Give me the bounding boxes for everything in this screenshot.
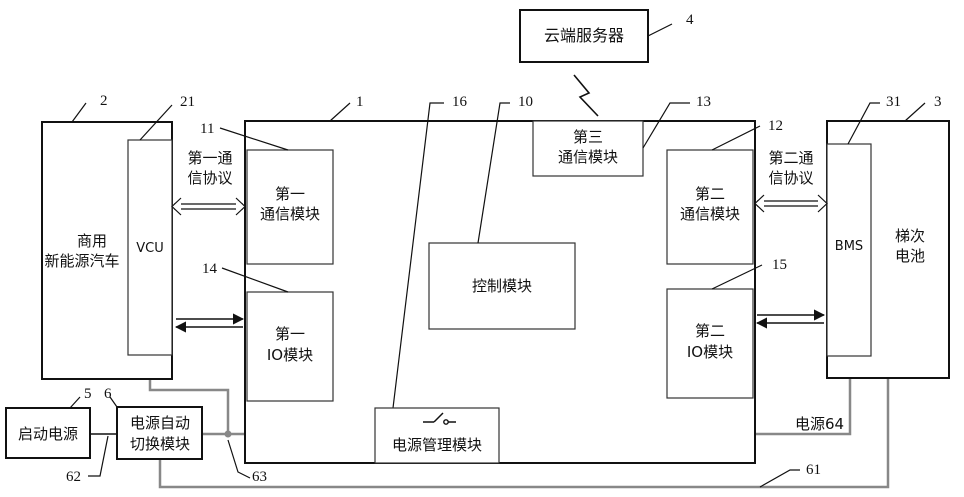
cloud-server-box <box>519 9 649 63</box>
protocol1-line2: 信协议 <box>187 169 232 187</box>
comm1-line1: 第一 <box>275 185 305 203</box>
num-4: 4 <box>686 12 694 28</box>
io1-line1: 第一 <box>275 325 305 343</box>
wireless-link-icon <box>573 74 599 117</box>
start-power-box <box>5 407 91 459</box>
cloud-server-label: 云端服务器 <box>544 26 624 45</box>
num-63: 63 <box>252 469 267 485</box>
comm2-line1: 第二 <box>695 185 725 203</box>
protocol2-line1: 第二通 <box>768 149 813 167</box>
num-16: 16 <box>452 94 468 110</box>
battery-line2: 电池 <box>895 247 925 265</box>
comm1-line2: 通信模块 <box>260 205 320 223</box>
auto-switch-box <box>116 406 203 460</box>
power-mgmt-box <box>374 407 500 464</box>
comm2-line2: 通信模块 <box>680 205 740 223</box>
num-6: 6 <box>104 386 112 402</box>
auto-switch-line1: 电源自动 <box>130 414 190 432</box>
num-10: 10 <box>518 94 533 110</box>
comm3-line2: 通信模块 <box>558 148 618 166</box>
num-14: 14 <box>202 261 218 277</box>
auto-switch-line2: 切换模块 <box>130 435 190 453</box>
io2-line2: IO模块 <box>687 343 733 361</box>
num-3: 3 <box>934 94 942 110</box>
num-12: 12 <box>768 118 783 134</box>
bms-box <box>826 143 872 357</box>
num-1: 1 <box>356 94 364 110</box>
start-power-label: 启动电源 <box>18 425 78 443</box>
io1-box <box>246 291 334 402</box>
num-11: 11 <box>200 121 214 137</box>
num-13: 13 <box>696 94 711 110</box>
protocol2-line2: 信协议 <box>768 169 813 187</box>
vcu-box <box>127 139 173 356</box>
num-15: 15 <box>772 257 787 273</box>
control-label: 控制模块 <box>472 277 532 295</box>
num-31: 31 <box>886 94 901 110</box>
io2-box <box>666 288 754 399</box>
num-62: 62 <box>66 469 81 485</box>
vcu-label: VCU <box>136 241 164 256</box>
num-61: 61 <box>806 462 821 478</box>
power-64-label: 电源64 <box>795 415 844 433</box>
switch-icon <box>423 412 456 425</box>
io1-line2: IO模块 <box>267 346 313 364</box>
num-21: 21 <box>180 94 195 110</box>
comm3-box <box>532 120 644 177</box>
vehicle-label-line2: 新能源汽车 <box>44 252 119 270</box>
battery-line1: 梯次 <box>895 227 925 245</box>
protocol1-line1: 第一通 <box>187 149 232 167</box>
power-mgmt-label: 电源管理模块 <box>392 436 482 454</box>
comm2-box <box>666 149 754 265</box>
num-5: 5 <box>84 386 92 402</box>
num-2: 2 <box>100 93 108 109</box>
control-box <box>428 242 576 330</box>
comm1-box <box>246 149 334 265</box>
comm3-line1: 第三 <box>573 128 603 146</box>
vehicle-label-line1: 商用 <box>77 232 107 250</box>
io2-line1: 第二 <box>695 322 725 340</box>
bms-label: BMS <box>835 239 863 254</box>
